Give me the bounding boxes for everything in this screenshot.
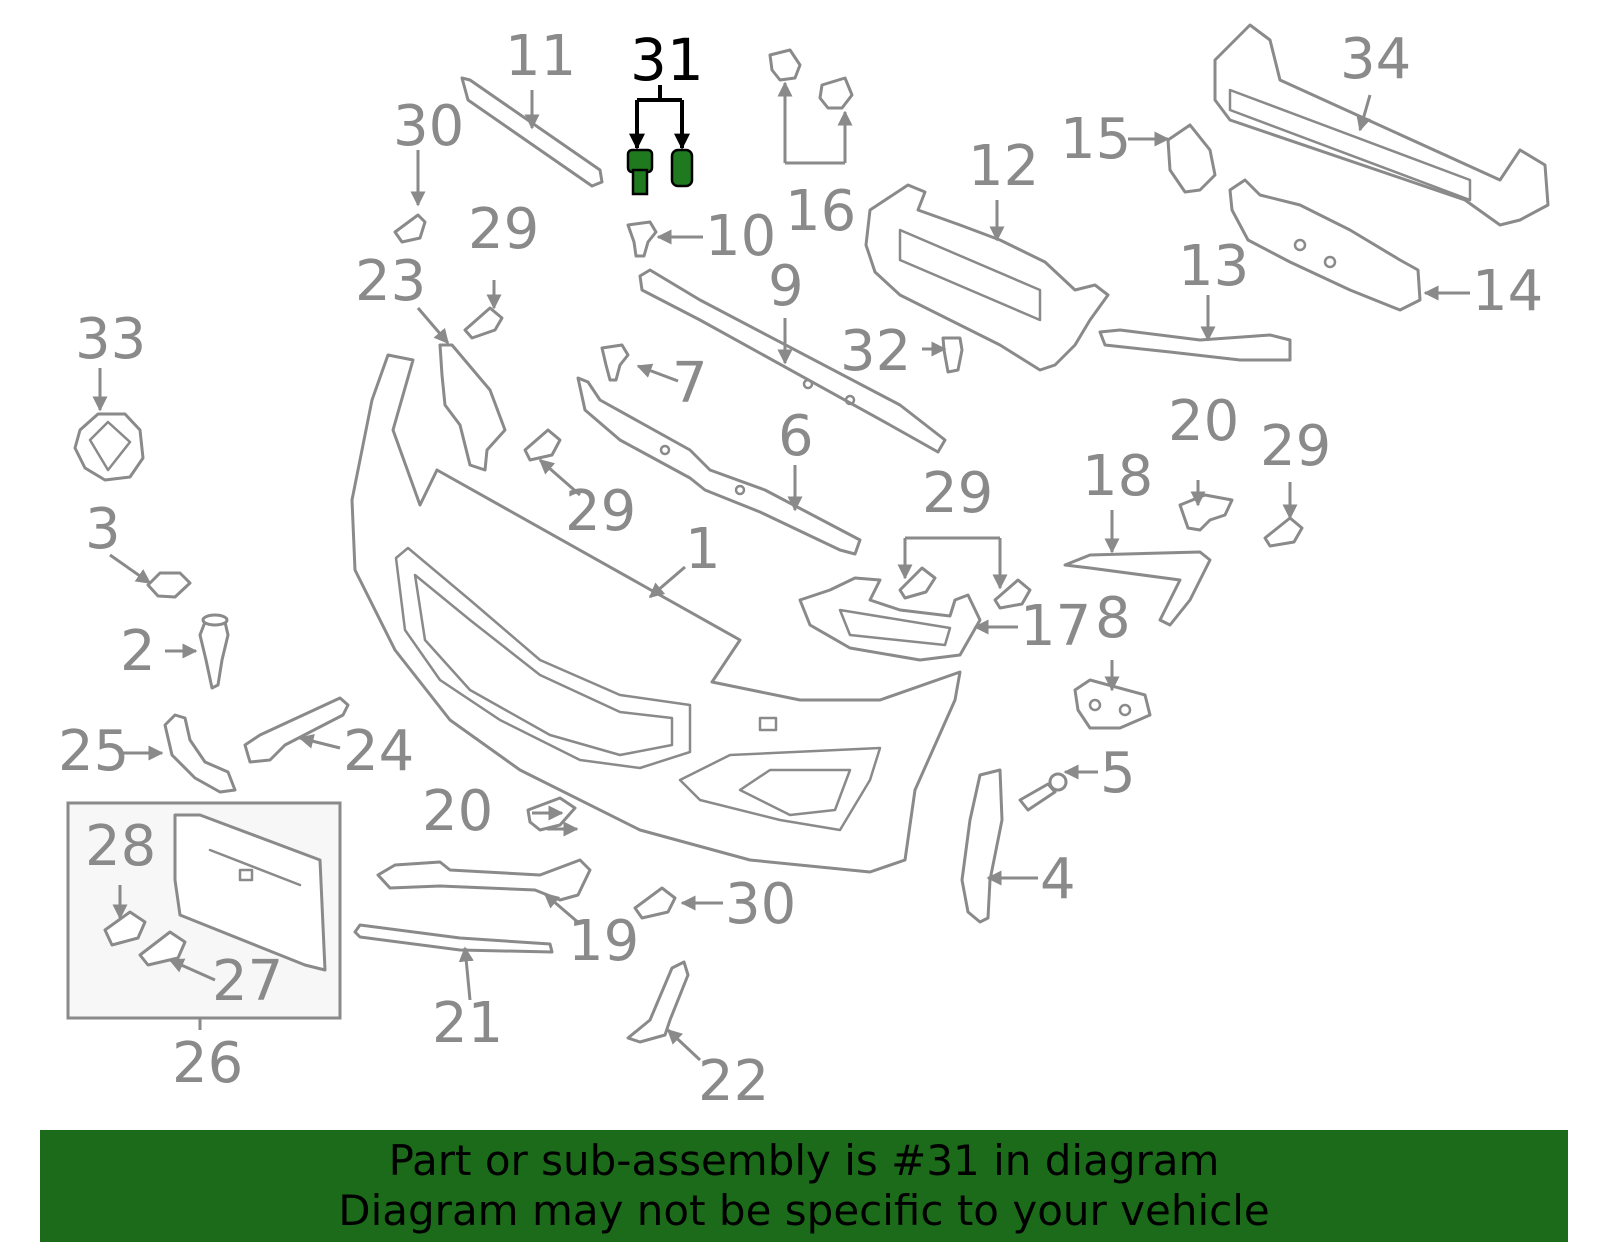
callout-34: 34 bbox=[1340, 27, 1411, 92]
callout-11: 11 bbox=[505, 24, 576, 89]
bolt-29-upper-part bbox=[463, 306, 504, 340]
callout-30-upper: 30 bbox=[393, 94, 464, 159]
bolt-30-upper-part bbox=[393, 213, 427, 244]
callout-27: 27 bbox=[212, 949, 283, 1014]
callout-21: 21 bbox=[432, 991, 503, 1056]
callout-10: 10 bbox=[705, 204, 776, 269]
clip-10-part bbox=[626, 220, 658, 258]
callout-22: 22 bbox=[698, 1049, 769, 1114]
callout-19: 19 bbox=[568, 909, 639, 974]
push-clip-2-part bbox=[198, 613, 230, 690]
callout-18: 18 bbox=[1082, 444, 1153, 509]
banner-line-part-number: Part or sub-assembly is #31 in diagram bbox=[388, 1136, 1220, 1185]
callout-9: 9 bbox=[768, 254, 804, 319]
clip-20-upper-part bbox=[1178, 493, 1234, 532]
emblem-part bbox=[73, 412, 145, 482]
bracket-8-part bbox=[1073, 678, 1152, 730]
callout-29-pair: 29 bbox=[922, 461, 993, 526]
callout-30-lower: 30 bbox=[725, 872, 796, 937]
callout-12: 12 bbox=[968, 134, 1039, 199]
side-support-part bbox=[960, 768, 1004, 924]
grille-trim-part bbox=[376, 858, 592, 902]
callout-13: 13 bbox=[1178, 234, 1249, 299]
callout-33: 33 bbox=[75, 307, 146, 372]
trim-22-part bbox=[626, 960, 690, 1044]
callout-7: 7 bbox=[672, 351, 708, 416]
bracket-25-part bbox=[163, 713, 237, 794]
callout-24: 24 bbox=[343, 719, 414, 784]
bolt-29-right-part bbox=[1263, 516, 1304, 548]
bracket-24-part bbox=[243, 696, 350, 764]
info-banner: Part or sub-assembly is #31 in diagram D… bbox=[40, 1130, 1568, 1242]
callout-3: 3 bbox=[85, 497, 121, 562]
bolt-29-middle-part bbox=[523, 428, 562, 462]
callout-2: 2 bbox=[120, 619, 156, 684]
callout-20-upper: 20 bbox=[1168, 389, 1239, 454]
strip-13-part bbox=[1098, 328, 1292, 362]
callout-31-highlighted: 31 bbox=[630, 26, 704, 94]
callout-14: 14 bbox=[1472, 259, 1543, 324]
callout-17: 17 bbox=[1020, 594, 1091, 659]
energy-absorber-part bbox=[864, 183, 1110, 372]
nut-3-part bbox=[146, 571, 192, 599]
callout-23: 23 bbox=[355, 249, 426, 314]
callout-20-lower: 20 bbox=[422, 779, 493, 844]
bolt-29-pair-right-part bbox=[993, 578, 1032, 610]
callout-26: 26 bbox=[172, 1031, 243, 1096]
callout-16: 16 bbox=[785, 179, 856, 244]
highlighted-bolts-31 bbox=[626, 148, 694, 196]
lower-absorber-part bbox=[1228, 178, 1422, 312]
callout-29-right: 29 bbox=[1260, 414, 1331, 479]
callout-29-middle: 29 bbox=[565, 479, 636, 544]
lower-strip-part bbox=[353, 923, 554, 954]
callout-1: 1 bbox=[685, 517, 721, 582]
leader-lines bbox=[92, 81, 1470, 1062]
callout-6: 6 bbox=[778, 404, 814, 469]
bolt-32-part bbox=[941, 336, 964, 374]
callout-labels: 1 2 3 4 5 6 7 8 9 10 11 12 13 14 15 16 1… bbox=[58, 24, 1543, 1114]
trim-18-part bbox=[1063, 550, 1212, 627]
callout-32: 32 bbox=[840, 319, 911, 384]
bolt-29-pair-left-part bbox=[898, 566, 937, 600]
callout-5: 5 bbox=[1100, 741, 1136, 806]
callout-28: 28 bbox=[85, 814, 156, 879]
molding-strip-part bbox=[460, 76, 604, 188]
callout-8: 8 bbox=[1095, 586, 1131, 651]
bracket-15-part bbox=[1166, 123, 1217, 194]
side-bracket-part bbox=[438, 343, 507, 472]
bumper-beam-part bbox=[1213, 23, 1550, 227]
bolt-5-part bbox=[1018, 772, 1068, 812]
bumper-cover-part bbox=[350, 353, 962, 874]
upper-reinforcement-part bbox=[638, 268, 947, 454]
callout-25: 25 bbox=[58, 719, 129, 784]
callout-29-upper: 29 bbox=[468, 197, 539, 262]
clips-16-part bbox=[768, 48, 854, 110]
bolt-30-lower-part bbox=[633, 886, 677, 920]
clip-7-part bbox=[600, 343, 630, 382]
banner-line-disclaimer: Diagram may not be specific to your vehi… bbox=[338, 1186, 1270, 1235]
license-plate-bracket-group bbox=[66, 801, 342, 1020]
callout-15: 15 bbox=[1060, 107, 1131, 172]
fog-lamp-bezel-part bbox=[798, 576, 982, 662]
callout-4: 4 bbox=[1040, 847, 1076, 912]
